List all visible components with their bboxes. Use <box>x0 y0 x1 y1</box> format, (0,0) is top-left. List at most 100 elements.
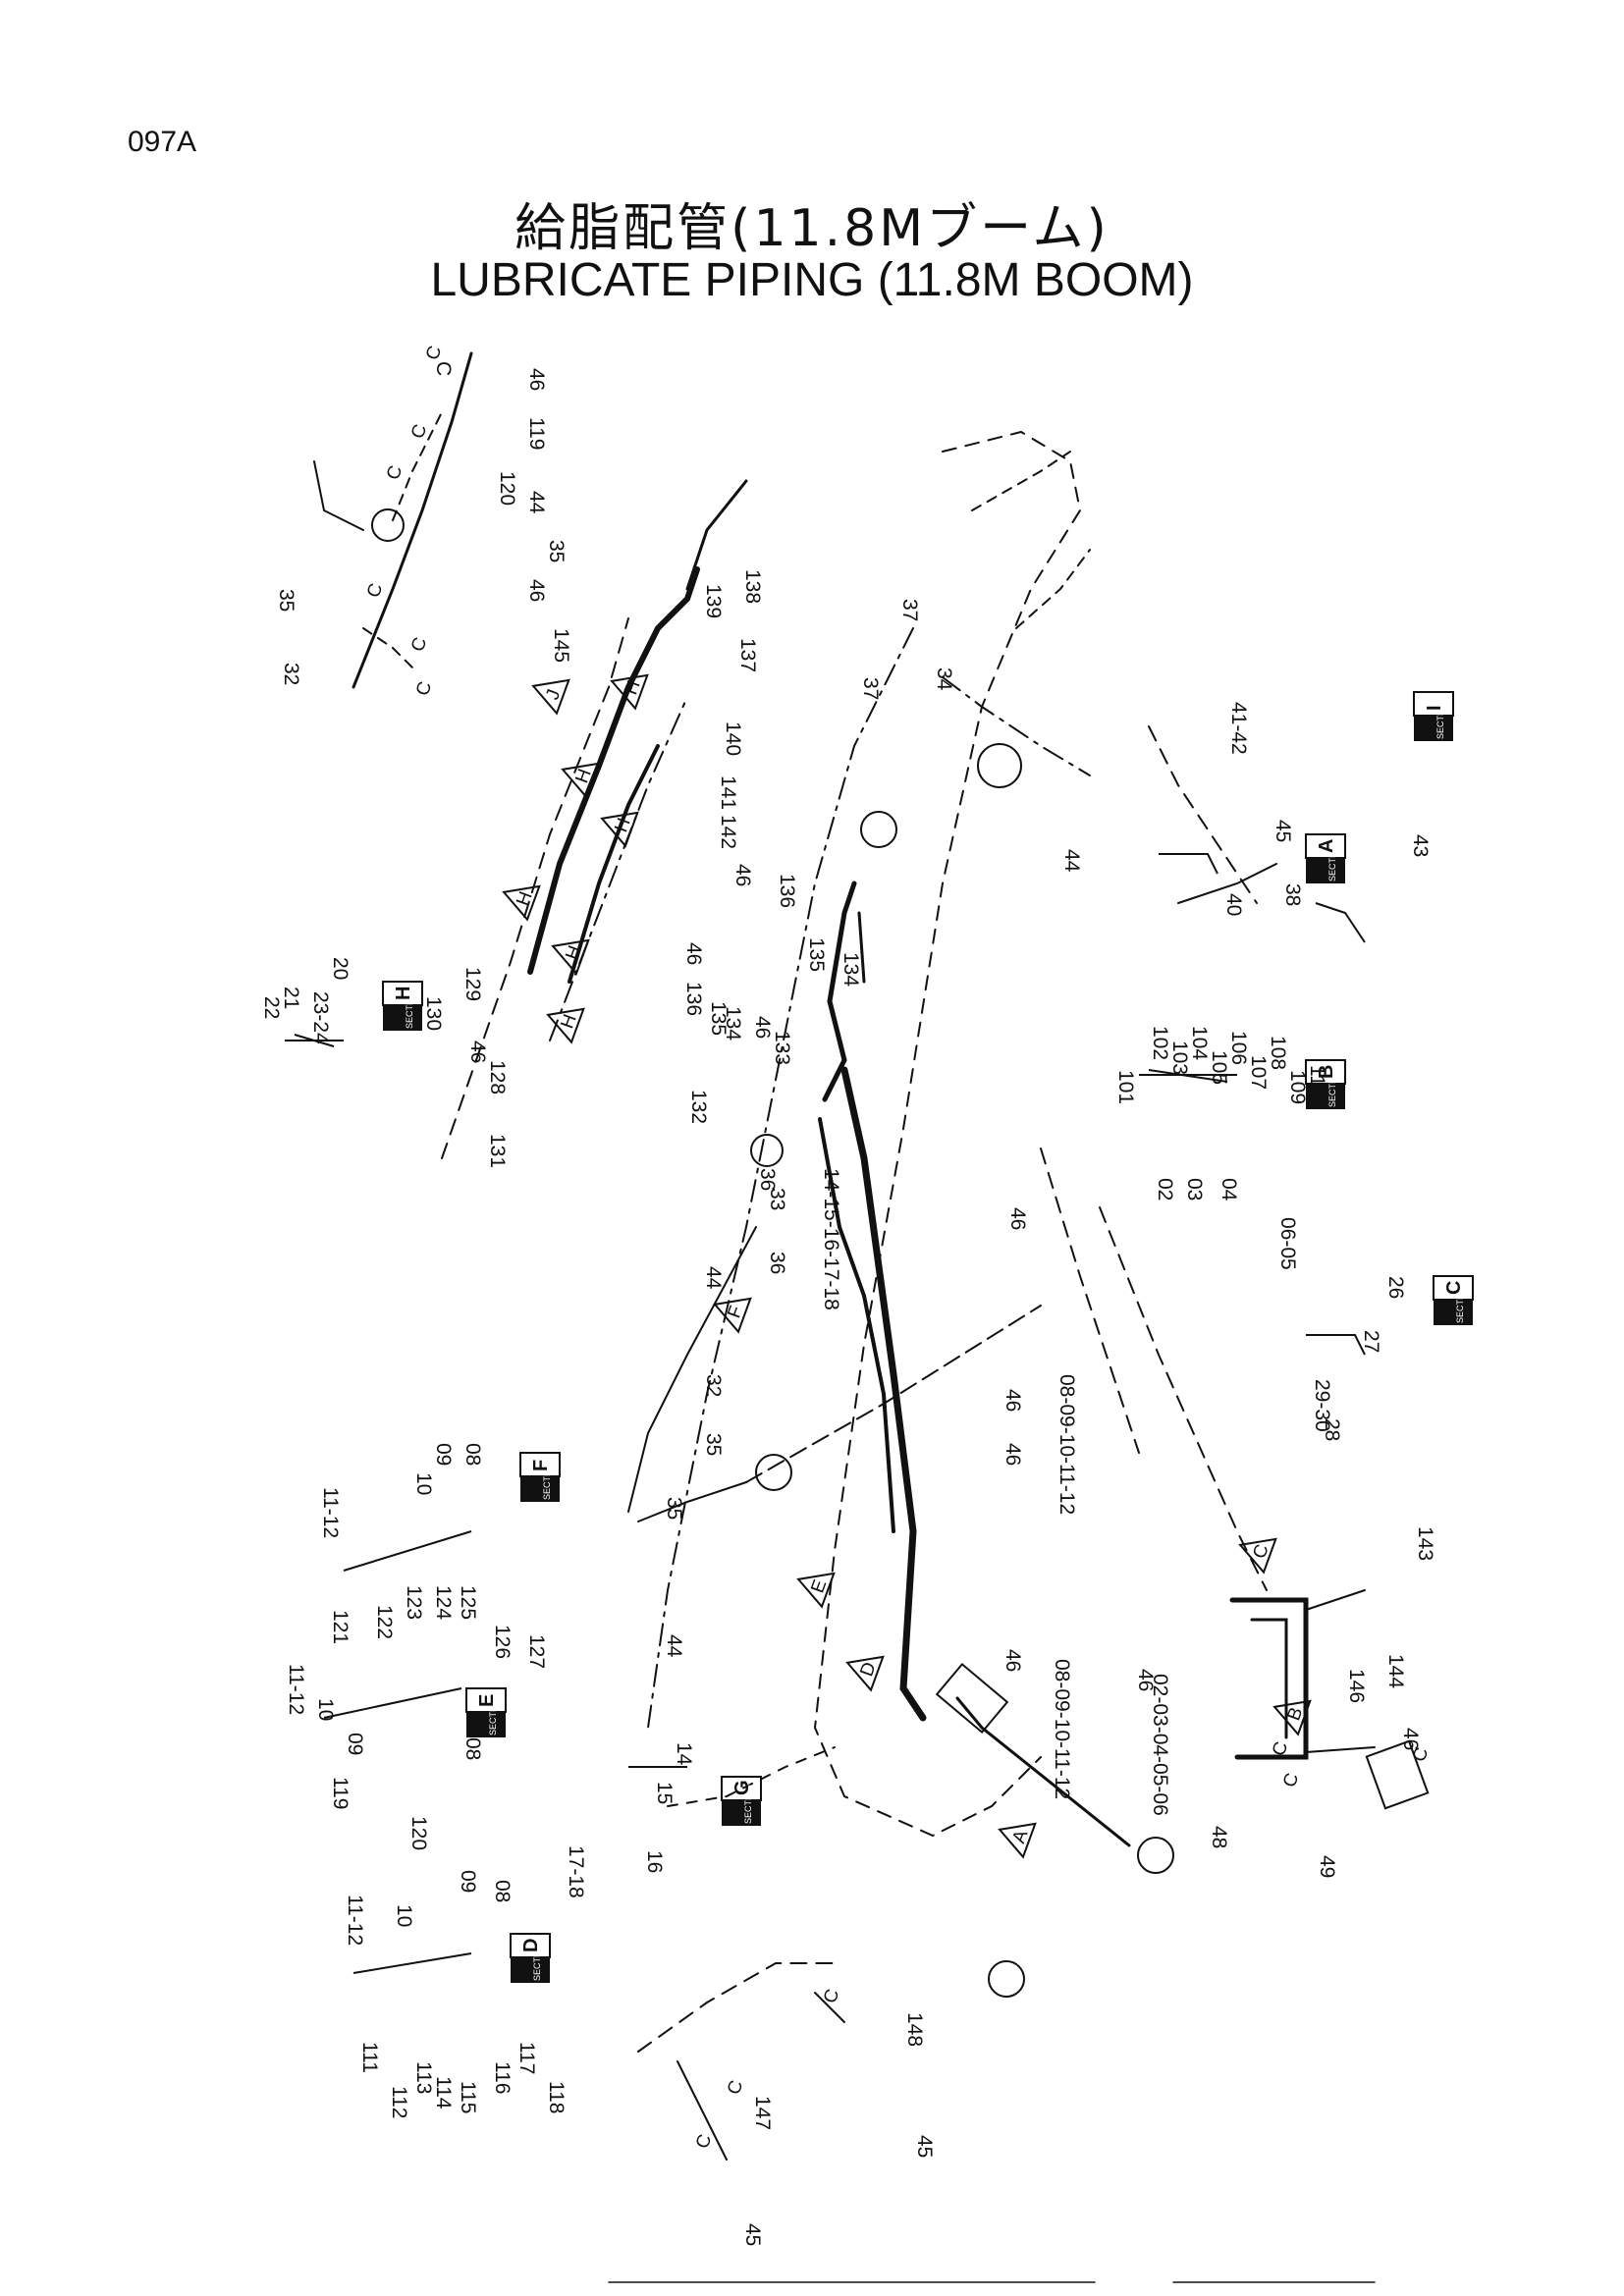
callout-lower-right: 02-03-04-05-06 <box>1149 1674 1171 1816</box>
callout-main-boom: 36 <box>766 1252 788 1274</box>
callout-main-boom: 37 <box>898 599 921 621</box>
callout-section-f: 08 <box>461 1443 484 1466</box>
section-letter: A <box>1316 839 1337 853</box>
callout-section-e: 119 <box>329 1777 352 1809</box>
pipe-label-10: C <box>820 1987 843 2006</box>
view-marker-e: E <box>796 1572 836 1609</box>
callout-upper-piping: 139 <box>702 584 725 618</box>
view-marker-letter: H <box>562 943 585 963</box>
callout-upper-piping: 137 <box>736 638 759 672</box>
callout-section-d: 08 <box>491 1880 514 1902</box>
callout-lower-right: 144 <box>1384 1654 1407 1688</box>
callout-section-b: 107 <box>1247 1055 1270 1090</box>
view-marker-a: A <box>998 1822 1037 1859</box>
view-marker-h: H <box>502 884 541 922</box>
callout-lower-right: 48 <box>1208 1826 1230 1848</box>
callout-boom-tip: 119 <box>525 417 548 450</box>
callout-section-f: 10 <box>412 1472 435 1495</box>
callout-main-boom: 46 <box>1001 1389 1024 1412</box>
pipe-label-3: C <box>383 463 406 483</box>
callout-main-boom: 08-09-10-11-12 <box>1056 1374 1078 1515</box>
callout-section-f: 09 <box>432 1443 455 1466</box>
callout-section-d: 111 <box>358 2042 381 2073</box>
callout-section-b: 04 <box>1218 1178 1240 1201</box>
view-marker-f: F <box>713 1297 752 1334</box>
callout-section-f: 11-12 <box>319 1487 342 1538</box>
pipe-label-5: C <box>407 635 431 655</box>
title-japanese: 給脂配管(11.8Mブーム) <box>514 199 1110 258</box>
callout-main-boom: 35 <box>663 1497 685 1520</box>
callout-upper-piping: 135 <box>707 1001 730 1036</box>
callout-boom-tip: 44 <box>525 491 548 514</box>
callout-bottom-left: 148 <box>903 2012 926 2047</box>
section-word: SECTION <box>743 1785 753 1824</box>
callout-lower-right: 46 <box>1399 1728 1422 1750</box>
callout-main-boom: 36 <box>756 1168 779 1191</box>
callout-section-b: 103 <box>1168 1041 1191 1075</box>
callout-section-b: 106 <box>1227 1031 1250 1065</box>
pipe-label-8: C <box>1279 1771 1303 1790</box>
callout-main-boom: 46 <box>1001 1443 1024 1466</box>
view-marker-letter: D <box>856 1660 880 1680</box>
pipe-label-12: C <box>692 2132 716 2152</box>
callout-lower-right: 146 <box>1345 1669 1368 1703</box>
view-marker-h: H <box>561 762 600 799</box>
callout-upper-piping: 46 <box>731 864 754 886</box>
upper-pipe-bundle <box>527 566 700 975</box>
callout-main-boom: 44 <box>702 1266 725 1290</box>
title-english: LUBRICATE PIPING (11.8M BOOM) <box>430 254 1194 306</box>
callout-section-e: 11-12 <box>285 1664 307 1715</box>
callout-boom-tip: C <box>432 361 455 376</box>
section-word: SECTION <box>1327 1068 1337 1107</box>
callout-section-b: 101 <box>1114 1070 1137 1104</box>
callout-upper-piping: 130 <box>422 996 445 1031</box>
callout-section-d: 11-12 <box>344 1895 366 1946</box>
callout-section-f: 124 <box>432 1585 455 1620</box>
section-letter: F <box>530 1460 552 1471</box>
view-marker-letter: H <box>571 767 595 786</box>
callout-lower-right: 46 <box>1134 1669 1157 1691</box>
callout-section-d: 116 <box>491 2061 514 2094</box>
callout-section-e: 10 <box>314 1698 337 1721</box>
callout-section-a: 45 <box>1272 820 1294 842</box>
pipe-label-4: C <box>363 581 387 601</box>
callout-section-f: 127 <box>525 1634 548 1669</box>
callout-upper-piping: 134 <box>839 952 862 987</box>
callout-section-f: 125 <box>457 1585 479 1620</box>
section-letter: D <box>520 1939 542 1952</box>
view-marker-h: H <box>600 811 639 848</box>
view-marker-letter: H <box>513 889 536 909</box>
view-marker-d: D <box>845 1655 885 1692</box>
boom-outline <box>813 430 1082 1838</box>
section-word: SECTION <box>1327 842 1337 881</box>
view-marker-letter: H <box>611 816 634 835</box>
section-letter: H <box>393 987 414 1000</box>
callout-lower-right: 49 <box>1316 1855 1338 1878</box>
callout-section-d: 117 <box>515 2042 538 2074</box>
callout-section-h: 23-24 <box>309 991 332 1044</box>
callout-main-boom: 37 <box>859 677 882 700</box>
callout-main-boom: 35 <box>702 1433 725 1456</box>
callout-section-d: 118 <box>545 2081 568 2113</box>
callout-main-boom: 32 <box>702 1374 725 1397</box>
callout-upper-piping: 135 <box>805 937 828 972</box>
pipe-label-1: C <box>422 344 446 363</box>
callout-section-f: 126 <box>491 1625 514 1659</box>
callout-section-b: 06-05 <box>1276 1217 1299 1270</box>
view-marker-letter: C <box>1249 1542 1272 1562</box>
callout-section-g: 16 <box>643 1850 666 1873</box>
callout-main-boom: 44 <box>663 1634 685 1658</box>
callout-section-b: 03 <box>1183 1178 1206 1201</box>
view-marker-j: J <box>531 678 570 716</box>
section-word: SECTION <box>1455 1284 1465 1323</box>
callout-section-i: 43 <box>1409 834 1432 857</box>
callout-section-d: 112 <box>388 2086 410 2118</box>
callout-section-d: 114 <box>432 2076 455 2109</box>
section-letter: C <box>1443 1281 1465 1295</box>
callout-upper-piping: 134 <box>722 1006 744 1041</box>
callout-section-b: 104 <box>1188 1026 1211 1060</box>
pipe-label-9: C <box>1409 1745 1433 1765</box>
